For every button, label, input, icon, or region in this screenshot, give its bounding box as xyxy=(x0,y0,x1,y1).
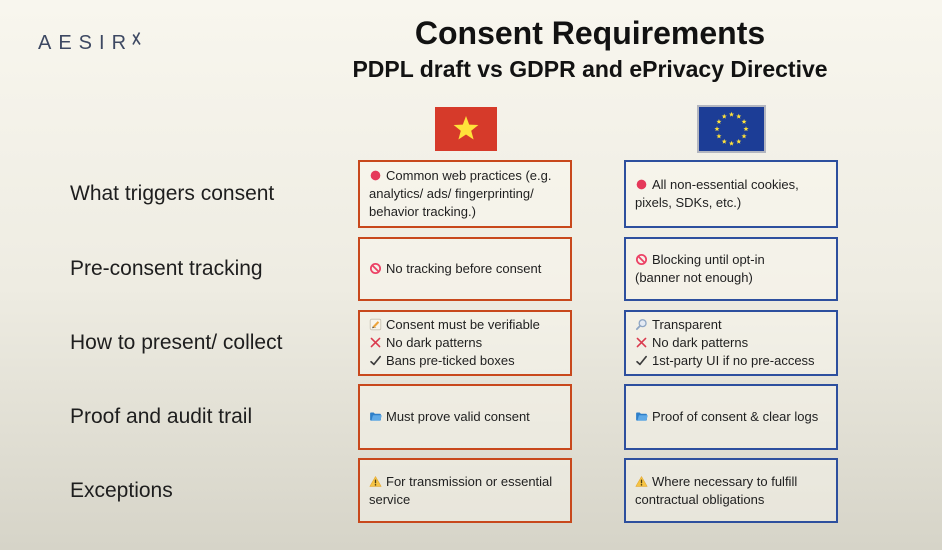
magnifier-icon xyxy=(635,318,648,331)
cell-item: No dark patterns xyxy=(369,334,561,352)
cell-text: Blocking until opt-in (banner not enough… xyxy=(635,252,765,285)
cell-text: 1st-party UI if no pre-access xyxy=(652,352,815,368)
warning-icon xyxy=(635,475,648,488)
row-proof-audit-trail: Proof and audit trail Must prove valid c… xyxy=(0,384,942,450)
cell-text: No dark patterns xyxy=(386,335,483,351)
cell-item: Must prove valid consent xyxy=(369,408,561,426)
page-title: Consent Requirements xyxy=(414,15,766,51)
red-dot-icon xyxy=(635,178,648,191)
warning-icon xyxy=(369,475,382,488)
cell-how-to-present-eu: Transparent No dark patterns 1st-party U… xyxy=(624,310,838,376)
cell-how-to-present-vn: Consent must be verifiable No dark patte… xyxy=(358,310,572,376)
cell-text: Must prove valid consent xyxy=(386,409,530,425)
cell-text: Where necessary to fulfill contractual o… xyxy=(635,473,798,507)
cell-item: Transparent xyxy=(635,316,827,334)
row-how-to-present: How to present/ collect Consent must be … xyxy=(0,310,942,376)
cell-text: Consent must be verifiable xyxy=(386,317,540,333)
cell-text: All non-essential cookies, pixels, SDKs,… xyxy=(635,177,799,210)
cell-item: Proof of consent & clear logs xyxy=(635,408,827,426)
row-label-how-to-present: How to present/ collect xyxy=(70,331,283,354)
cell-text: Transparent xyxy=(652,317,722,333)
aesir-logo-text: AESIR xyxy=(38,32,134,54)
cell-item: No dark patterns xyxy=(635,334,827,352)
page-subtitle: PDPL draft vs GDPR and ePrivacy Directiv… xyxy=(352,56,828,82)
red-dot-icon xyxy=(369,169,382,182)
prohibited-icon xyxy=(369,262,382,275)
cell-item: Blocking until opt-in (banner not enough… xyxy=(635,251,827,287)
memo-icon xyxy=(369,318,382,331)
cell-item: For transmission or essential service xyxy=(369,473,561,509)
check-icon xyxy=(369,354,382,367)
row-label-pre-consent-tracking: Pre-consent tracking xyxy=(70,257,263,280)
prohibited-icon xyxy=(635,253,648,266)
header: Consent Requirements PDPL draft vs GDPR … xyxy=(240,14,940,83)
cell-item: 1st-party UI if no pre-access xyxy=(635,352,827,370)
cell-item: Where necessary to fulfill contractual o… xyxy=(635,473,827,509)
cell-what-triggers-vn: Common web practices (e.g. analytics/ ad… xyxy=(358,160,572,228)
row-label-exceptions: Exceptions xyxy=(70,478,173,502)
vietnam-flag xyxy=(435,107,497,151)
cell-pre-consent-vn: No tracking before consent xyxy=(358,237,572,301)
eu-flag xyxy=(697,105,766,153)
cell-exceptions-vn: For transmission or essential service xyxy=(358,458,572,523)
row-label-what-triggers-consent: What triggers consent xyxy=(70,182,275,205)
cell-item: Common web practices (e.g. analytics/ ad… xyxy=(369,167,561,221)
cell-text: Proof of consent & clear logs xyxy=(652,409,819,425)
folder-icon xyxy=(635,410,648,423)
cell-text: No tracking before consent xyxy=(386,261,542,277)
cell-pre-consent-eu: Blocking until opt-in (banner not enough… xyxy=(624,237,838,301)
check-icon xyxy=(635,354,648,367)
row-label-proof-audit-trail: Proof and audit trail xyxy=(70,405,253,428)
cell-proof-eu: Proof of consent & clear logs xyxy=(624,384,838,450)
cell-item: All non-essential cookies, pixels, SDKs,… xyxy=(635,176,827,212)
cross-icon xyxy=(635,336,648,349)
cross-icon xyxy=(369,336,382,349)
row-exceptions: Exceptions For transmission or essential… xyxy=(0,458,942,523)
cell-item: No tracking before consent xyxy=(369,260,561,278)
cell-text: Bans pre-ticked boxes xyxy=(386,352,515,368)
row-what-triggers-consent: What triggers consent Common web practic… xyxy=(0,160,942,228)
aesir-logo-bird-icon xyxy=(130,29,142,52)
cell-text: No dark patterns xyxy=(652,335,749,351)
cell-item: Consent must be verifiable xyxy=(369,316,561,334)
cell-exceptions-eu: Where necessary to fulfill contractual o… xyxy=(624,458,838,523)
cell-what-triggers-eu: All non-essential cookies, pixels, SDKs,… xyxy=(624,160,838,228)
aesir-logo: AESIR xyxy=(38,32,142,55)
cell-text: For transmission or essential service xyxy=(369,473,553,507)
cell-text: Common web practices (e.g. analytics/ ad… xyxy=(369,168,552,219)
cell-proof-vn: Must prove valid consent xyxy=(358,384,572,450)
folder-icon xyxy=(369,410,382,423)
cell-item: Bans pre-ticked boxes xyxy=(369,352,561,370)
row-pre-consent-tracking: Pre-consent tracking No tracking before … xyxy=(0,237,942,301)
